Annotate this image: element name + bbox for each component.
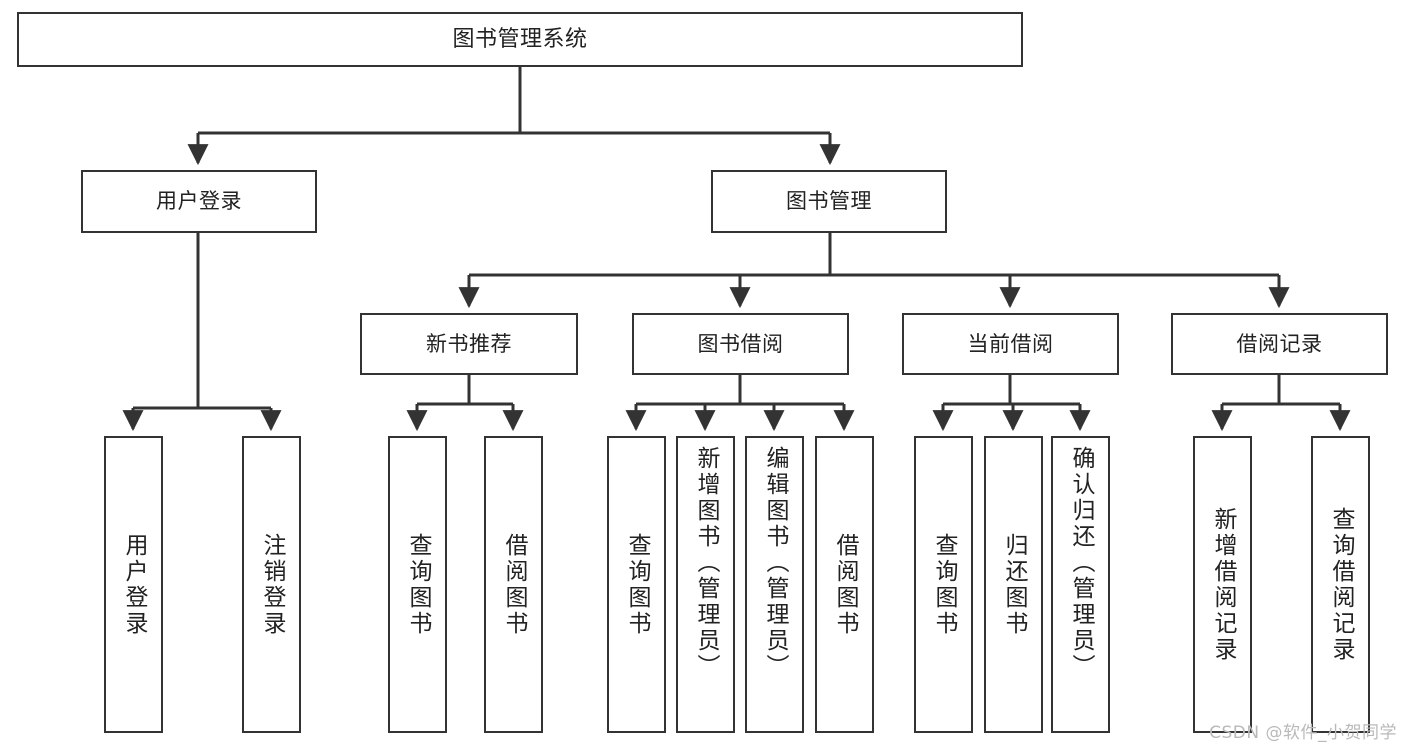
leaf-add-book-admin[interactable]: 新增图书（管理员）	[676, 436, 735, 733]
leaf-query-book-current-label: 查询图书	[931, 532, 957, 637]
node-current-borrow[interactable]: 当前借阅	[902, 313, 1119, 375]
leaf-borrow-book[interactable]: 借阅图书	[815, 436, 874, 733]
leaf-edit-book-admin[interactable]: 编辑图书（管理员）	[745, 436, 804, 733]
leaf-query-book-rec[interactable]: 查询图书	[388, 436, 447, 733]
leaf-confirm-return-admin-label: 确认归还（管理员）	[1068, 446, 1094, 680]
leaf-borrow-book-rec-label: 借阅图书	[501, 532, 527, 637]
leaf-query-borrow-record-label: 查询借阅记录	[1328, 506, 1354, 663]
leaf-borrow-book-label: 借阅图书	[832, 532, 858, 637]
leaf-add-borrow-record-label: 新增借阅记录	[1210, 506, 1236, 663]
leaf-query-book-borrow-label: 查询图书	[624, 532, 650, 637]
node-borrow-record-label: 借阅记录	[1236, 331, 1323, 356]
node-book-manage-label: 图书管理	[786, 189, 872, 214]
node-root-label: 图书管理系统	[452, 26, 588, 52]
leaf-add-borrow-record[interactable]: 新增借阅记录	[1193, 436, 1252, 733]
leaf-query-borrow-record[interactable]: 查询借阅记录	[1311, 436, 1370, 733]
node-book-borrow-label: 图书借阅	[697, 331, 784, 356]
leaf-return-book[interactable]: 归还图书	[984, 436, 1043, 733]
leaf-add-book-admin-label: 新增图书（管理员）	[693, 446, 719, 680]
watermark: CSDN @软件_小贺同学	[1209, 723, 1397, 743]
leaf-user-login[interactable]: 用户登录	[104, 436, 163, 733]
leaf-user-logout-label: 注销登录	[259, 532, 285, 637]
leaf-query-book-rec-label: 查询图书	[405, 532, 431, 637]
leaf-query-book-current[interactable]: 查询图书	[914, 436, 973, 733]
node-user-login[interactable]: 用户登录	[81, 170, 317, 233]
node-book-borrow[interactable]: 图书借阅	[632, 313, 849, 375]
node-current-borrow-label: 当前借阅	[967, 331, 1054, 356]
leaf-edit-book-admin-label: 编辑图书（管理员）	[762, 446, 788, 680]
leaf-user-logout[interactable]: 注销登录	[242, 436, 301, 733]
node-book-manage[interactable]: 图书管理	[711, 170, 947, 233]
node-borrow-record[interactable]: 借阅记录	[1171, 313, 1388, 375]
leaf-borrow-book-rec[interactable]: 借阅图书	[484, 436, 543, 733]
leaf-return-book-label: 归还图书	[1001, 532, 1027, 637]
node-user-login-label: 用户登录	[156, 189, 242, 214]
node-root[interactable]: 图书管理系统	[17, 12, 1023, 67]
node-new-book-recommend-label: 新书推荐	[426, 331, 512, 356]
leaf-query-book-borrow[interactable]: 查询图书	[607, 436, 666, 733]
leaf-confirm-return-admin[interactable]: 确认归还（管理员）	[1051, 436, 1110, 733]
node-new-book-recommend[interactable]: 新书推荐	[360, 313, 578, 375]
leaf-user-login-label: 用户登录	[121, 532, 147, 637]
